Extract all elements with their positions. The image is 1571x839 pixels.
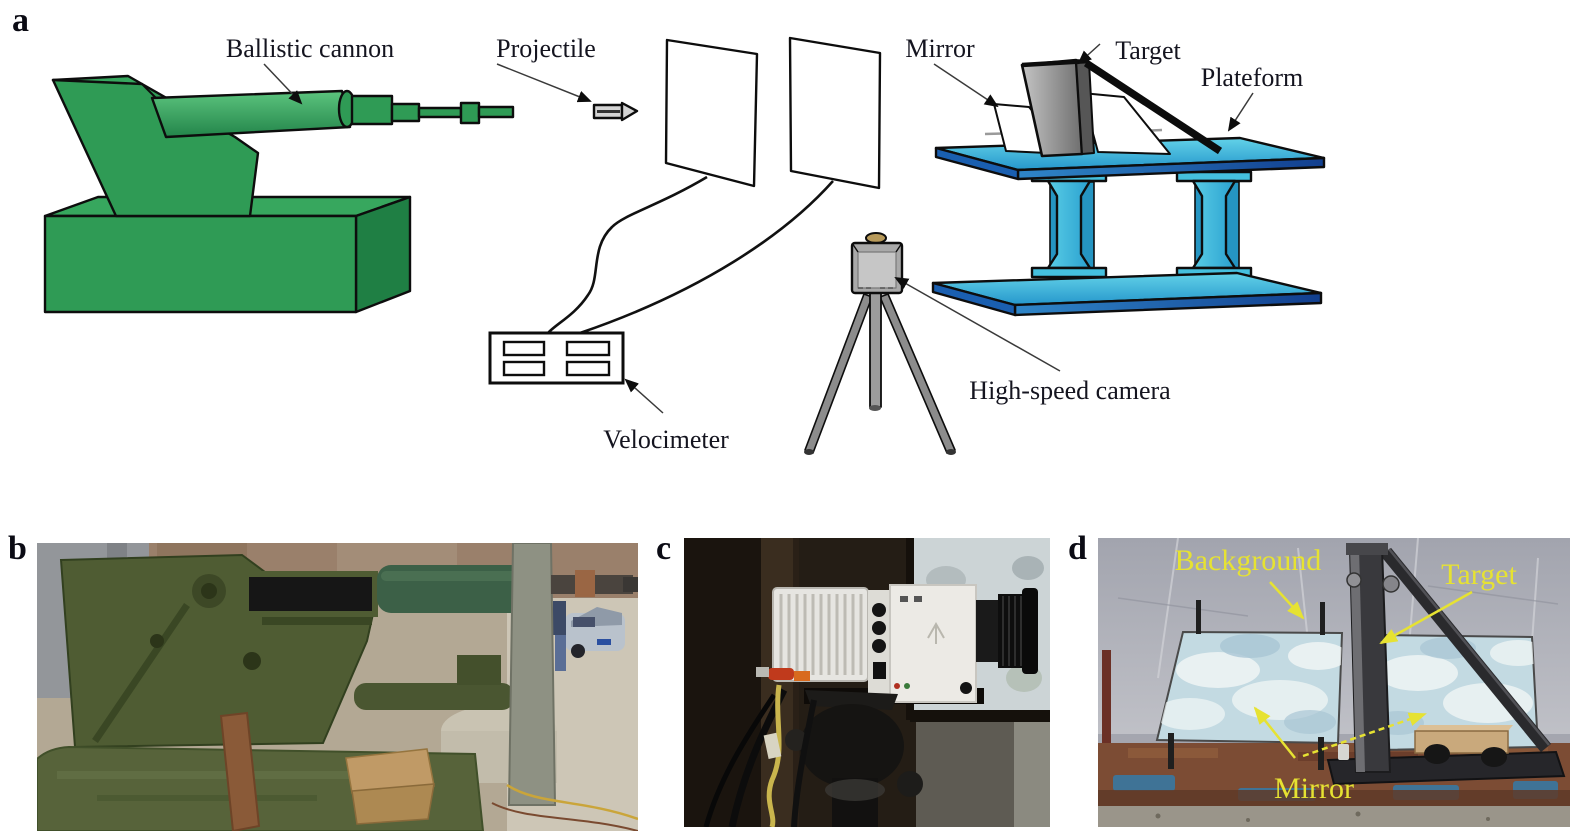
mirror-photo-label: Mirror xyxy=(1274,772,1354,805)
platform-legs xyxy=(1030,170,1253,279)
photo-annotations: Background Target Mirror xyxy=(1175,544,1518,805)
pillar xyxy=(507,543,557,806)
mirror-target-assembly xyxy=(984,58,1223,158)
target-brace xyxy=(1083,59,1223,155)
recoil-cylinder xyxy=(354,683,514,710)
wood-pillar xyxy=(761,538,799,827)
mirror-target-photo: Background Target Mirror xyxy=(1098,538,1570,827)
camera-photo xyxy=(684,538,1050,827)
high-speed-camera-label: High-speed camera xyxy=(969,376,1171,405)
target-label: Target xyxy=(1115,36,1181,65)
velocimeter-label: Velocimeter xyxy=(603,425,729,454)
platform-drawing xyxy=(931,136,1326,317)
schematic-panel: Ballistic cannon Projectile Mirror Targe… xyxy=(43,34,1326,455)
camera-main-body xyxy=(889,584,977,703)
mirror-label: Mirror xyxy=(905,34,975,63)
background-photo-label: Background xyxy=(1175,544,1322,577)
panel-a-letter: a xyxy=(12,2,29,39)
left-mirror xyxy=(1155,630,1344,745)
lens xyxy=(976,600,998,662)
velocimeter-box xyxy=(488,331,625,385)
cables xyxy=(703,667,817,827)
tripod-head xyxy=(785,690,923,827)
red-pole xyxy=(1102,650,1111,754)
ballistic-cannon-drawing xyxy=(43,74,515,314)
gun-carriage xyxy=(59,553,378,749)
ballistic-cannon-label: Ballistic cannon xyxy=(226,34,394,63)
screen-2 xyxy=(788,36,882,190)
velocimeter-screens xyxy=(664,36,882,190)
support-rods xyxy=(1168,600,1325,770)
receiver xyxy=(243,571,378,617)
camera-drawing xyxy=(804,232,956,455)
panel-b-letter: b xyxy=(8,530,27,567)
target-frame xyxy=(1326,543,1566,786)
target-photo-label: Target xyxy=(1441,558,1517,591)
diagonal-brace xyxy=(1380,547,1552,753)
wood-plank xyxy=(219,711,261,831)
screen-1 xyxy=(664,38,759,188)
mirror-right xyxy=(1081,92,1171,155)
panel-c-letter: c xyxy=(656,530,672,567)
person xyxy=(553,601,566,671)
cannon-photo xyxy=(37,543,638,831)
leader-lines xyxy=(263,43,1254,414)
wooden-block xyxy=(1414,725,1513,767)
car xyxy=(565,607,625,658)
velocimeter-wires xyxy=(547,175,834,335)
rope xyxy=(506,783,638,821)
panel-d-letter: d xyxy=(1068,530,1087,567)
plateform-label: Plateform xyxy=(1201,63,1304,92)
projectile-label: Projectile xyxy=(496,34,596,63)
projectile-drawing xyxy=(592,101,639,122)
high-speed-camera-body xyxy=(772,584,1038,704)
